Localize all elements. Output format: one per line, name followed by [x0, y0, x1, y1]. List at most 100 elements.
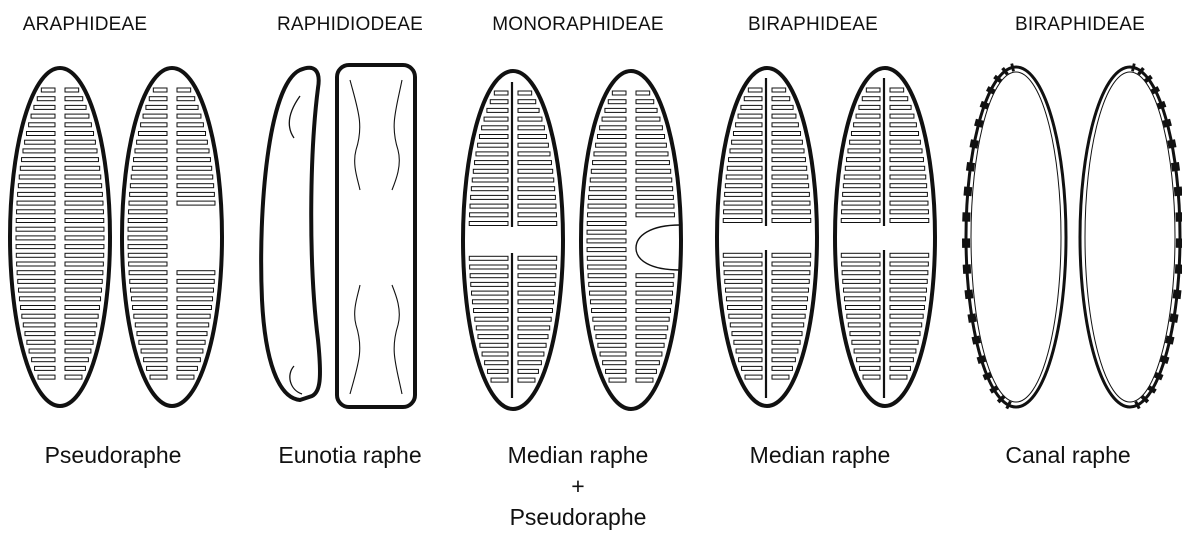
stria: [890, 375, 907, 379]
fibula: [978, 120, 980, 127]
stria: [128, 236, 167, 240]
stria: [636, 282, 673, 286]
fibula: [1177, 290, 1178, 299]
stria: [723, 219, 762, 223]
stria: [476, 326, 508, 330]
stria: [605, 108, 626, 112]
stria: [25, 332, 55, 336]
stria: [636, 143, 666, 147]
stria: [636, 91, 650, 95]
stria: [518, 108, 539, 112]
stria: [890, 323, 922, 327]
stria: [490, 100, 508, 104]
stria: [890, 149, 922, 153]
stria: [65, 140, 95, 144]
stria: [636, 274, 674, 278]
stria: [739, 358, 762, 362]
stria: [128, 219, 167, 223]
stria: [16, 227, 55, 231]
stria: [518, 352, 544, 356]
stria: [31, 114, 55, 118]
stria: [177, 97, 195, 101]
stria: [772, 114, 796, 118]
stria: [636, 291, 672, 295]
stria: [177, 366, 197, 370]
valve-araphideae-1: [10, 68, 110, 406]
stria: [518, 91, 532, 95]
stria: [603, 361, 626, 365]
stria: [177, 201, 215, 205]
stria: [729, 158, 762, 162]
fibula: [971, 314, 972, 322]
stria: [593, 317, 626, 321]
stria: [594, 152, 626, 156]
stria: [474, 309, 508, 313]
stria: [147, 366, 167, 370]
stria: [636, 317, 669, 321]
stria: [18, 279, 55, 283]
stria: [843, 184, 880, 188]
caption-median-raphe: Median raphe: [750, 440, 891, 471]
stria: [600, 126, 626, 130]
caption-canal-raphe: Canal raphe: [1005, 440, 1130, 471]
stria: [587, 239, 626, 243]
stria: [518, 135, 547, 139]
stria: [852, 340, 880, 344]
stria: [843, 192, 880, 196]
stria: [772, 288, 808, 292]
stria: [65, 236, 104, 240]
stria: [518, 326, 550, 330]
stria: [730, 323, 762, 327]
stria: [129, 271, 167, 275]
fibula: [1011, 67, 1014, 68]
stria: [890, 349, 916, 353]
fibula: [1132, 67, 1135, 68]
stria: [177, 340, 205, 344]
stria: [772, 166, 807, 170]
stria: [844, 288, 880, 292]
stria: [726, 297, 762, 301]
stria: [21, 306, 55, 310]
stria: [150, 375, 167, 379]
stria: [890, 123, 916, 127]
stria: [65, 114, 89, 118]
stria: [732, 332, 762, 336]
stria: [177, 332, 207, 336]
stria: [588, 213, 626, 217]
stria: [772, 184, 809, 188]
stria: [518, 152, 550, 156]
stria: [636, 204, 674, 208]
stria: [479, 135, 508, 139]
fibula: [1144, 398, 1147, 401]
stria: [724, 210, 762, 214]
stria: [890, 97, 908, 101]
stria: [772, 323, 804, 327]
stria: [590, 178, 626, 182]
stria: [25, 140, 55, 144]
stria: [129, 262, 167, 266]
stria: [518, 378, 535, 382]
stria: [65, 340, 93, 344]
stria: [890, 105, 911, 109]
stria: [593, 161, 626, 165]
stria: [488, 369, 508, 373]
stria: [590, 291, 626, 295]
stria: [518, 300, 554, 304]
stria: [518, 222, 557, 226]
stria: [518, 309, 552, 313]
fibula: [1147, 77, 1150, 80]
stria: [518, 100, 536, 104]
stria: [65, 158, 98, 162]
valve-eunotia-girdle: [261, 68, 320, 400]
stria: [636, 326, 668, 330]
stria: [143, 114, 167, 118]
valve-outline: [966, 67, 1066, 407]
stria: [890, 314, 923, 318]
stria: [131, 297, 167, 301]
stria: [890, 279, 927, 283]
stria: [636, 335, 666, 339]
stria: [772, 279, 809, 283]
stria: [636, 378, 653, 382]
stria: [128, 245, 167, 249]
valve-outline: [1080, 67, 1180, 407]
